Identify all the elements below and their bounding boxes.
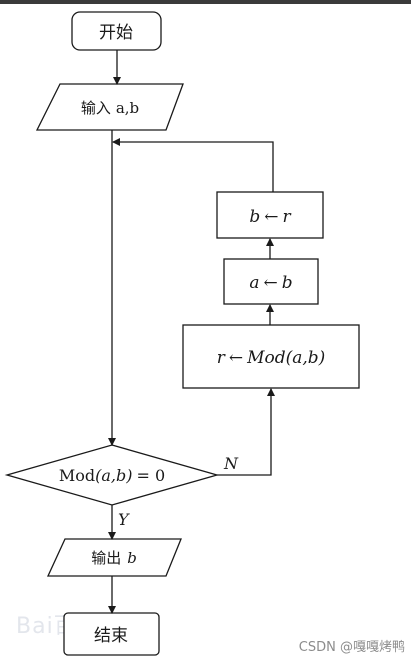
output-prefix: 输出 (91, 549, 121, 567)
assign-r-args: (a,b) (286, 348, 326, 368)
assign-r-fn: Mod (246, 348, 286, 368)
assign-r-lhs: r (217, 348, 226, 368)
assign-r-label: r←Mod(a,b) (217, 348, 326, 368)
output-parallelogram (46, 538, 182, 577)
start-label: 开始 (99, 23, 133, 43)
assign-r-arrow: ← (229, 348, 243, 368)
assign-b-box (216, 191, 324, 239)
decision-fn: Mod (59, 466, 95, 485)
input-label: 输入 a,b (81, 99, 139, 117)
assign-b-arrow: ← (264, 207, 278, 227)
no-branch-label: N (223, 454, 239, 473)
output-label: 输出 b (91, 549, 137, 567)
decision-args: (a,b) (95, 466, 132, 485)
end-label: 结束 (94, 626, 128, 646)
assign-b-label: b←r (249, 207, 291, 227)
decision-cmp: = 0 (136, 466, 165, 485)
arrow-loop-back (112, 138, 274, 192)
assign-a-lhs: a (249, 273, 259, 293)
assign-a-label: a←b (249, 273, 292, 293)
assign-b-rhs: r (283, 207, 292, 227)
input-prefix: 输入 (81, 99, 111, 117)
csdn-watermark: CSDN @嘎嘎烤鸭 (298, 640, 405, 655)
assign-b-lhs: b (249, 207, 260, 227)
top-border (0, 0, 411, 4)
yes-branch-label: Y (118, 510, 130, 529)
input-parallelogram (35, 83, 184, 131)
arrow-decision-no-to-r (217, 388, 275, 476)
assign-a-arrow: ← (264, 273, 278, 293)
decision-label: Mod(a,b)= 0 (59, 466, 165, 485)
assign-a-rhs: b (282, 273, 293, 293)
output-var: b (127, 549, 137, 567)
input-vars: a,b (116, 99, 139, 117)
